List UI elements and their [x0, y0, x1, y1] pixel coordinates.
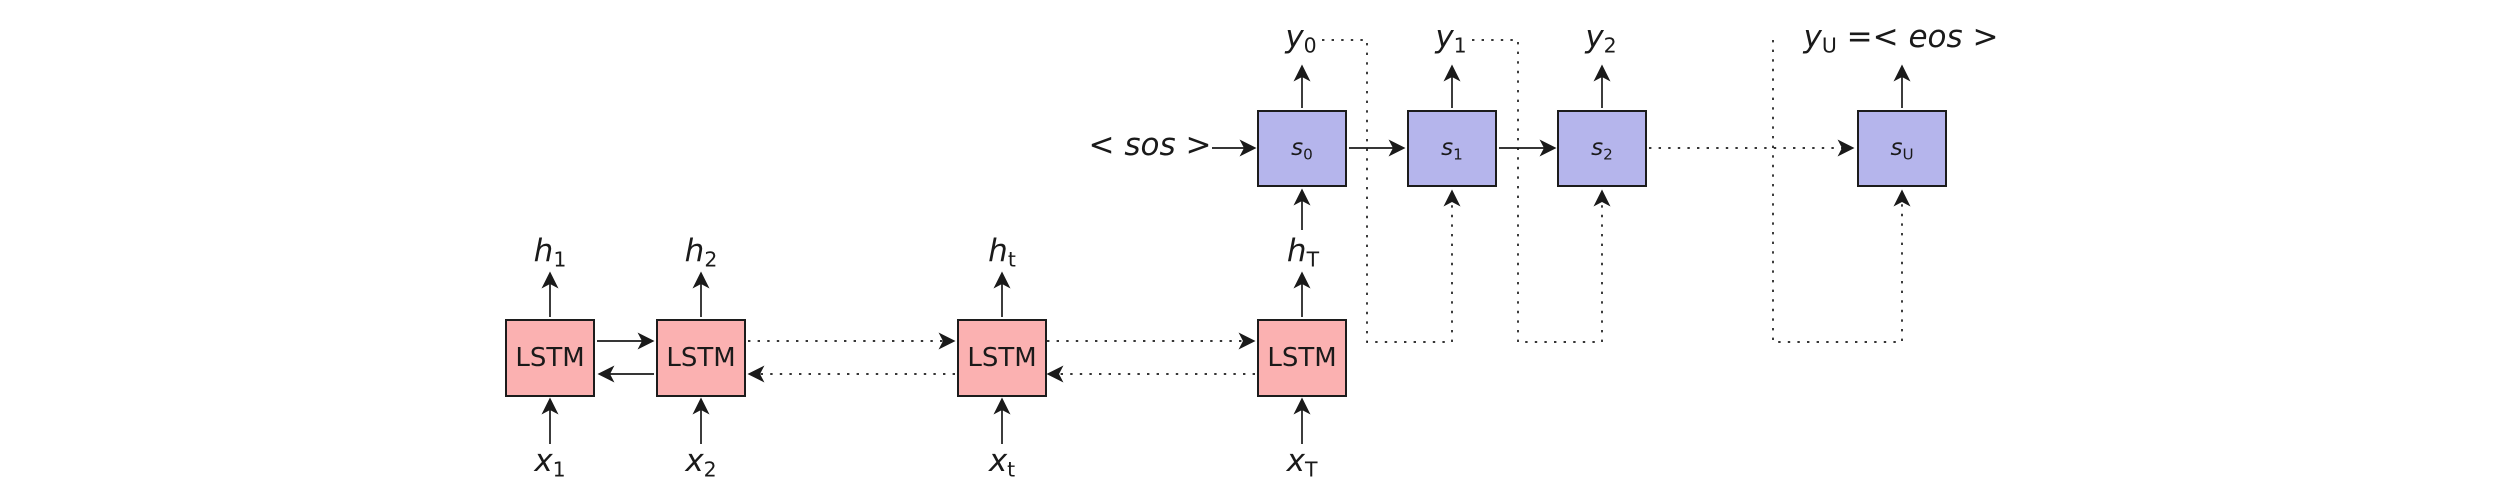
ht-base: h [988, 233, 1008, 269]
h1-sub: 1 [553, 247, 567, 272]
yU-sub: U [1821, 33, 1837, 58]
output-label-y2: y2 [1585, 22, 1616, 56]
output-label-y1: y1 [1435, 22, 1466, 56]
y0-base: y [1285, 19, 1304, 55]
s0-base: s [1291, 134, 1304, 161]
decoder-connections [1212, 64, 1911, 157]
encoder-connections [541, 271, 1311, 444]
encoder-cell-4-label: LSTM [1267, 343, 1337, 373]
encoder-cell-1: LSTM [505, 319, 595, 397]
y2-sub: 2 [1603, 33, 1617, 58]
s1-base: s [1441, 134, 1454, 161]
decoder-cell-s2-label: s2 [1591, 135, 1613, 162]
ht-sub: t [1007, 247, 1016, 272]
start-token-label: < sos > [1088, 127, 1212, 163]
s2-sub: 2 [1603, 145, 1613, 164]
input-label-x1: x1 [534, 446, 565, 480]
decoder-cell-s1: s1 [1407, 110, 1497, 187]
encoder-cell-3: LSTM [957, 319, 1047, 397]
encoder-cell-2: LSTM [656, 319, 746, 397]
s2-base: s [1591, 134, 1604, 161]
sU-base: s [1890, 134, 1903, 161]
encoder-cell-3-label: LSTM [967, 343, 1037, 373]
xt-sub: t [1007, 457, 1016, 482]
output-label-hT: hT [1287, 236, 1319, 270]
feedback-connections [1322, 39, 1911, 343]
decoder-cell-s1-label: s1 [1441, 135, 1463, 162]
y2-base: y [1585, 19, 1604, 55]
yU-eos-suffix: =< eos > [1836, 19, 1999, 55]
sU-sub: U [1902, 145, 1914, 164]
s1-sub: 1 [1453, 145, 1463, 164]
x2-sub: 2 [703, 457, 717, 482]
y1-base: y [1435, 19, 1454, 55]
h2-base: h [684, 233, 705, 269]
input-label-xt: xt [989, 446, 1015, 480]
input-label-x2: x2 [685, 446, 716, 480]
hT-sub: T [1306, 247, 1320, 272]
output-label-ht: ht [988, 236, 1016, 270]
h2-sub: 2 [704, 247, 718, 272]
output-label-y0: y0 [1285, 22, 1316, 56]
x1-sub: 1 [552, 457, 566, 482]
hT-base: h [1286, 233, 1307, 269]
output-label-h2: h2 [685, 236, 718, 270]
decoder-cell-s2: s2 [1557, 110, 1647, 187]
input-label-xT: xT [1287, 446, 1318, 480]
yU-base: y [1803, 19, 1822, 55]
output-label-yU-eos: yU =< eos > [1803, 22, 1998, 56]
xt-base: x [988, 443, 1008, 479]
xT-base: x [1286, 443, 1305, 479]
feedback-y1-to-s2-dotted [1472, 39, 1611, 343]
feedback-y0-to-s1-dotted [1322, 39, 1461, 343]
x1-base: x [534, 443, 553, 479]
encoder-cell-4: LSTM [1257, 319, 1347, 397]
s0-sub: 0 [1303, 145, 1313, 164]
output-label-h1: h1 [534, 236, 567, 270]
feedback-yprev-to-sU-dotted [1772, 40, 1911, 343]
encoder-cell-1-label: LSTM [515, 343, 585, 373]
decoder-cell-s0-label: s0 [1291, 135, 1313, 162]
y0-sub: 0 [1303, 33, 1317, 58]
decoder-cell-sU-label: sU [1890, 135, 1913, 162]
x2-base: x [685, 443, 704, 479]
xT-sub: T [1304, 457, 1318, 482]
y1-sub: 1 [1453, 33, 1467, 58]
decoder-cell-sU: sU [1857, 110, 1947, 187]
decoder-cell-s0: s0 [1257, 110, 1347, 187]
h1-base: h [533, 233, 554, 269]
encoder-cell-2-label: LSTM [666, 343, 736, 373]
